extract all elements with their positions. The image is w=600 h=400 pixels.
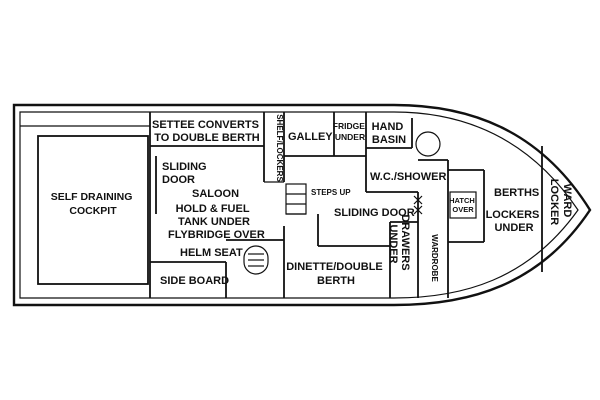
saloon-area	[150, 112, 307, 298]
wardrobe-label: WARDROBE	[430, 234, 439, 282]
hand-basin-label: HAND BASIN	[372, 121, 407, 146]
fridge-under-label: FRIDGE UNDER	[333, 121, 368, 142]
lockers-under-label: LOCKERS UNDER	[486, 209, 543, 234]
dinette-label: DINETTE/DOUBLE BERTH	[286, 261, 386, 287]
cockpit: SELF DRAINING COCKPIT	[20, 112, 151, 298]
steps-up-label: STEPS UP	[311, 188, 351, 197]
shelf-lockers-label: SHELF/LOCKERS	[275, 114, 284, 182]
helm-seat-label: HELM SEAT	[180, 247, 243, 259]
berths-label: BERTHS	[494, 187, 539, 199]
hold-fuel-label: HOLD & FUEL TANK UNDER	[176, 203, 253, 228]
cockpit-label: SELF DRAINING COCKPIT	[51, 191, 136, 217]
sliding-door-saloon-label: SLIDING DOOR	[162, 161, 210, 186]
settee-label: SETTEE CONVERTS TO DOUBLE BERTH	[152, 119, 262, 144]
hatch-over-label: HATCH OVER	[449, 196, 477, 214]
wc-shower-label: W.C./SHOWER	[370, 171, 446, 183]
saloon-label: SALOON	[192, 188, 239, 200]
sliding-door-wc-label: SLIDING DOOR	[334, 207, 415, 219]
drawers-under-label: DRAWERS UNDER	[387, 214, 411, 273]
ward-locker-label: WARD LOCKER	[548, 179, 573, 226]
wc-dinette-area	[317, 159, 449, 298]
side-board-label: SIDE BOARD	[160, 275, 229, 287]
flybridge-over-label: FLYBRIDGE OVER	[168, 229, 265, 241]
hull-outline	[12, 103, 592, 307]
forward-cabin	[448, 146, 543, 272]
galley-area	[284, 112, 441, 164]
galley-label: GALLEY	[288, 131, 333, 143]
